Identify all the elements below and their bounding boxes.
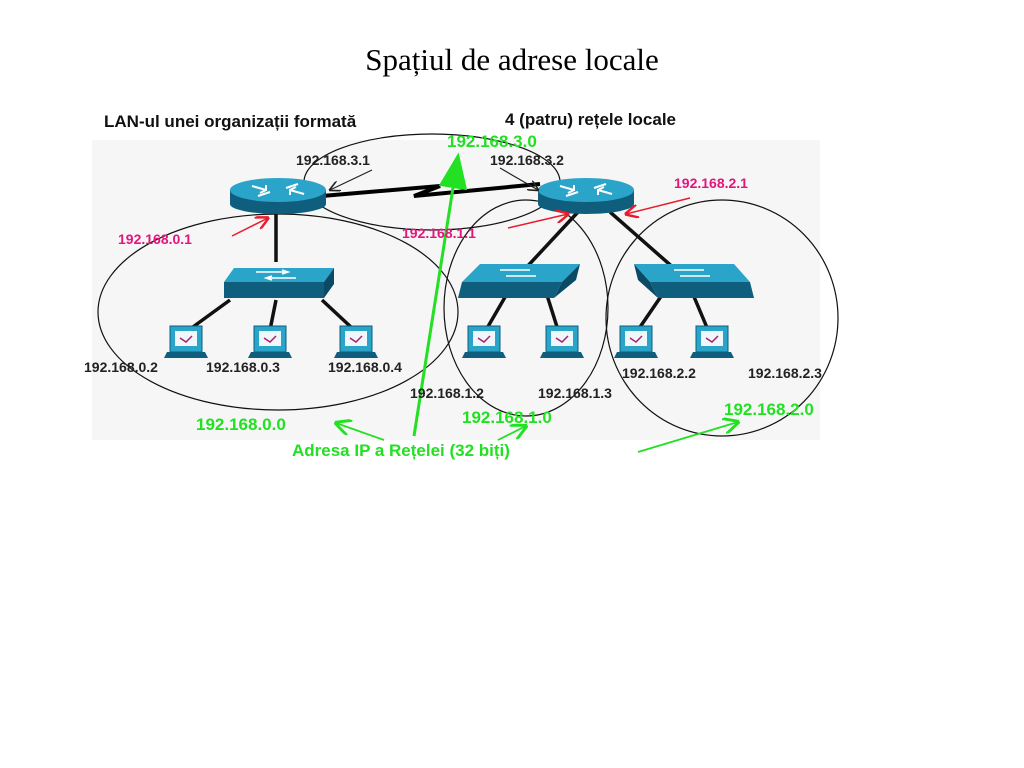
switch-left — [223, 267, 335, 299]
pc-0-3 — [247, 325, 293, 359]
arrow-network-3 — [412, 152, 468, 437]
label-host-0-2: 192.168.0.2 — [84, 359, 158, 375]
label-host-2-2: 192.168.2.2 — [622, 365, 696, 381]
label-host-1-2: 192.168.1.2 — [410, 385, 484, 401]
pc-1-3 — [539, 325, 585, 359]
network-2-ellipse — [605, 199, 839, 437]
arrow-router-left-lan — [231, 218, 268, 237]
arrow-network-0 — [336, 423, 385, 441]
arrow-router-right-lan1 — [507, 214, 568, 229]
router-right — [537, 177, 635, 215]
network-1-ellipse — [443, 199, 609, 417]
label-host-1-3: 192.168.1.3 — [538, 385, 612, 401]
slide-title: Spațiul de adrese locale — [365, 42, 659, 77]
arrow-router-left-wan — [330, 169, 373, 190]
label-router-right-wan: 192.168.3.2 — [490, 152, 564, 168]
label-host-2-3: 192.168.2.3 — [748, 365, 822, 381]
arrow-router-right-wan — [499, 167, 538, 190]
label-network-2: 192.168.2.0 — [724, 400, 814, 419]
arrow-network-1 — [497, 426, 526, 441]
label-router-left-lan: 192.168.0.1 — [118, 231, 192, 247]
label-router-right-lan1: 192.168.1.1 — [402, 225, 476, 241]
pc-0-2 — [163, 325, 209, 359]
label-host-0-3: 192.168.0.3 — [206, 359, 280, 375]
label-network-0: 192.168.0.0 — [196, 415, 286, 434]
arrow-router-right-lan2 — [626, 197, 691, 214]
pc-2-3 — [689, 325, 735, 359]
label-router-right-lan2: 192.168.2.1 — [674, 175, 748, 191]
router-left — [229, 177, 327, 215]
pc-2-2 — [613, 325, 659, 359]
label-network-3: 192.168.3.0 — [447, 132, 537, 151]
wan-serial-link — [321, 182, 541, 198]
label-host-0-4: 192.168.0.4 — [328, 359, 402, 375]
pc-1-2 — [461, 325, 507, 359]
label-ip-caption: Adresa IP a Rețelei (32 biți) — [292, 441, 510, 460]
pc-0-4 — [333, 325, 379, 359]
diagram-heading-right: 4 (patru) rețele locale — [505, 110, 676, 129]
diagram-heading-left: LAN-ul unei organizații formată — [104, 112, 357, 131]
label-router-left-wan: 192.168.3.1 — [296, 152, 370, 168]
label-network-1: 192.168.1.0 — [462, 408, 552, 427]
arrow-network-2 — [637, 422, 738, 453]
